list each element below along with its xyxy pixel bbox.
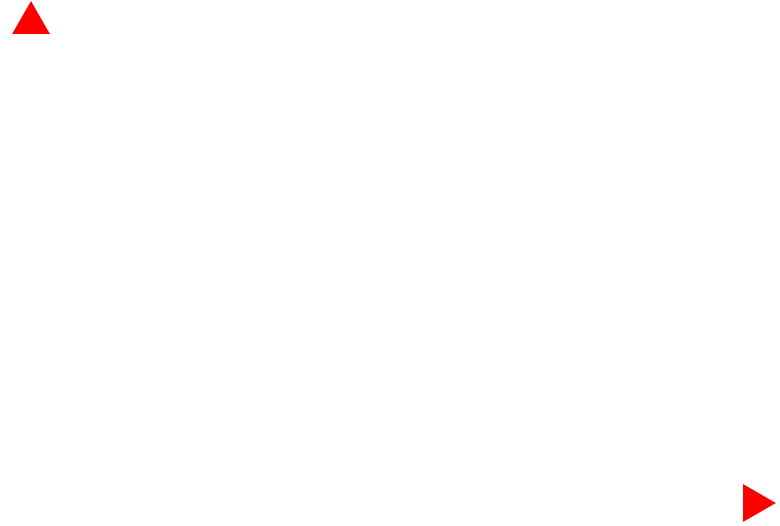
triangle-up-icon[interactable] <box>12 1 50 34</box>
triangle-right-icon[interactable] <box>743 484 776 522</box>
triangle-right-shape <box>743 484 776 522</box>
triangle-up-shape <box>12 1 50 34</box>
